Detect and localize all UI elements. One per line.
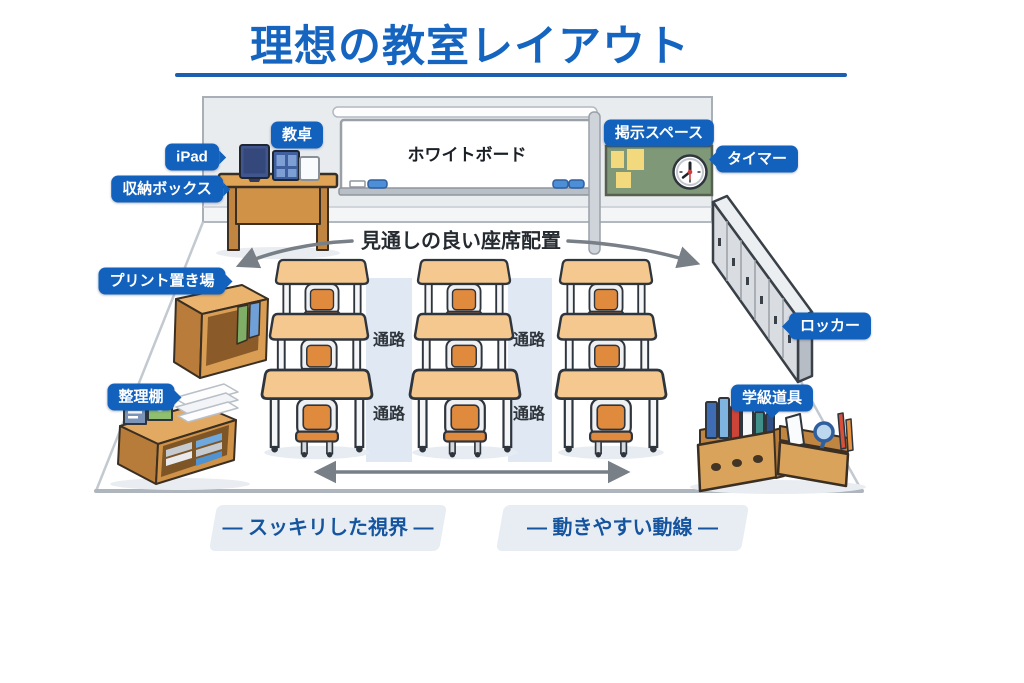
tag-teacher-desk: 教卓 — [270, 121, 324, 149]
print-shelf — [173, 284, 269, 379]
teacher-desk — [216, 144, 340, 259]
tag-ipad: iPad — [165, 143, 226, 171]
tag-pointer — [775, 319, 789, 333]
class-tools-box — [690, 397, 866, 494]
desk-grid — [260, 258, 668, 461]
lockers — [711, 194, 814, 384]
marker — [568, 179, 585, 189]
tag-print-area: プリント置き場 — [98, 267, 233, 295]
tag-timer: タイマー — [708, 145, 799, 173]
tag-pointer — [225, 274, 240, 288]
wall-pillar — [588, 111, 601, 255]
whiteboard — [338, 118, 600, 196]
sightline-arrow — [235, 239, 701, 269]
tag-pointer — [174, 390, 189, 404]
marker — [367, 179, 388, 189]
page-title: 理想の教室レイアウト — [250, 23, 690, 71]
tag-locker: ロッカー — [781, 312, 872, 340]
sticky-note — [616, 172, 631, 188]
clear-view-badge: — スッキリした視界 — — [213, 505, 443, 551]
aisle-label: 通路 — [512, 332, 546, 349]
aisle-label: 通路 — [372, 406, 406, 423]
sticky-note — [611, 151, 624, 168]
aisle-strips — [366, 278, 552, 462]
tag-pointer — [218, 150, 233, 164]
aisle-label: 通路 — [512, 406, 546, 423]
tag-pointer — [222, 182, 237, 196]
white-box-item — [299, 156, 320, 181]
tag-pointer — [702, 152, 716, 166]
tag-bulletin-space: 掲示スペース — [603, 119, 715, 147]
eraser — [349, 180, 366, 188]
title-underline-rule — [175, 73, 847, 77]
ipad-device — [239, 144, 270, 182]
marker — [552, 179, 569, 189]
clock-icon — [672, 154, 708, 190]
tag-storage-box: 収納ボックス — [111, 175, 230, 203]
aisle-label: 通路 — [372, 332, 406, 349]
storage-box-item — [272, 150, 300, 181]
tag-class-tools: 学級道具 — [730, 384, 814, 419]
whiteboard-label: ホワイトボード — [407, 145, 527, 165]
sticky-note — [627, 149, 644, 170]
easy-flow-badge: — 動きやすい動線 — — [500, 505, 745, 551]
seating-caption: 見通しの良い座席配置 — [361, 230, 561, 253]
tag-pointer — [764, 411, 779, 426]
wall-rail — [332, 106, 598, 118]
tag-organizer-shelf: 整理棚 — [107, 383, 182, 411]
organizer-shelf — [110, 383, 250, 490]
